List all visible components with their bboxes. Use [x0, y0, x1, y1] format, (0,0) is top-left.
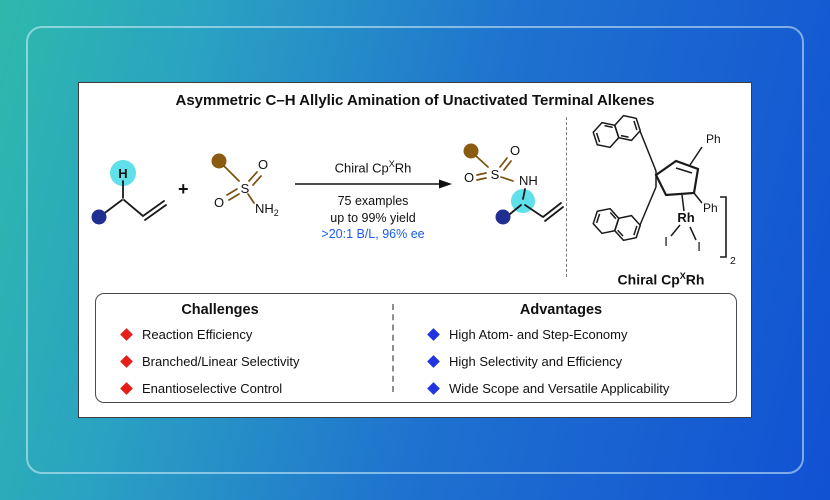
challenge-item: Branched/Linear Selectivity [120, 354, 300, 369]
challenge-item-label: Reaction Efficiency [142, 327, 253, 342]
dimer-subscript: 2 [730, 255, 736, 267]
catalyst-name-metal: Rh [394, 160, 412, 176]
blue-diamond-icon [427, 382, 440, 395]
plus-sign: + [178, 179, 189, 199]
scheme-dashed-divider [566, 117, 567, 277]
arrow-catalyst-label: Chiral CpXRh [291, 159, 455, 175]
metal-and-substituent-bonds [670, 146, 703, 241]
challenges-heading: Challenges [181, 302, 259, 318]
phenyl-top-label: Ph [706, 132, 721, 146]
allylic-ch-highlight [110, 160, 136, 186]
product-sulfonyl-ball-brown [463, 143, 479, 159]
amine-group: NH2 [255, 201, 279, 218]
decorative-frame [26, 26, 804, 474]
abstract-card: Asymmetric C–H Allylic Amination of Unac… [78, 82, 752, 418]
alkyl-ball-blue [91, 209, 107, 225]
product-sulfonyl-bonds [475, 155, 514, 182]
product-alkyl-ball-blue [495, 209, 511, 225]
red-diamond-icon [120, 355, 133, 368]
challenge-item-label: Enantioselective Control [142, 381, 283, 396]
reagent-bonds [223, 165, 262, 204]
blue-diamond-icon [427, 355, 440, 368]
substrate-structure: H [91, 160, 167, 225]
sulfur-atom: S [241, 181, 250, 196]
product-chain-bonds [509, 188, 564, 222]
product-structure: S O O NH [463, 143, 564, 225]
challenge-item: Enantioselective Control [120, 381, 283, 396]
arrow-head [439, 179, 452, 189]
red-diamond-icon [120, 328, 133, 341]
selectivity-note: >20:1 B/L, 96% ee [321, 227, 425, 242]
catalyst-label-sup: X [679, 271, 686, 281]
substrate-bonds [101, 180, 167, 221]
spiro-linkage-bonds [639, 130, 657, 226]
summary-panel: Challenges Advantages Reaction Efficienc… [95, 293, 737, 403]
amine-sub2: 2 [274, 208, 279, 218]
product-sulfur-atom: S [491, 167, 500, 182]
oxygen-top-atom: O [258, 157, 268, 172]
challenge-item-label: Branched/Linear Selectivity [142, 354, 300, 369]
catalyst-structure: Ph Ph Rh I I 2 [592, 114, 736, 267]
reaction-conditions: Chiral CpXRh 75 examples up to 99% yield… [291, 159, 455, 243]
product-nh-group: NH [519, 173, 538, 188]
amine-nh: NH [255, 201, 274, 216]
catalyst-name-sup: X [388, 159, 395, 169]
sulfonyl-ball-brown [211, 153, 227, 169]
upper-naphthalene-ring [592, 114, 642, 149]
iodide-right-atom: I [697, 239, 701, 254]
oxygen-left-atom: O [214, 195, 224, 210]
examples-count: 75 examples [337, 194, 409, 209]
catalyst-name-base: Chiral Cp [334, 160, 389, 176]
yield-note: up to 99% yield [330, 210, 416, 225]
dimer-bracket [720, 196, 727, 258]
iodide-left-atom: I [664, 234, 668, 249]
rhodium-atom: Rh [677, 210, 694, 225]
advantage-item-label: Wide Scope and Versatile Applicability [449, 381, 670, 396]
reaction-arrow [295, 179, 452, 189]
advantage-item: High Atom- and Step-Economy [427, 327, 628, 342]
catalyst-label-metal: Rh [685, 271, 705, 288]
product-oxygen-top-atom: O [510, 143, 520, 158]
panel-dashed-divider [392, 304, 394, 392]
scheme-title: Asymmetric C–H Allylic Amination of Unac… [175, 92, 655, 109]
advantage-item-label: High Selectivity and Efficiency [449, 354, 623, 369]
lower-naphthalene-ring [592, 207, 642, 242]
advantages-heading: Advantages [519, 302, 603, 318]
advantage-item: Wide Scope and Versatile Applicability [427, 381, 670, 396]
challenge-item: Reaction Efficiency [120, 327, 253, 342]
red-diamond-icon [120, 382, 133, 395]
catalyst-label: Chiral CpXRh [576, 271, 746, 288]
blue-diamond-icon [427, 328, 440, 341]
phenyl-bottom-label: Ph [703, 201, 718, 215]
advantage-item: High Selectivity and Efficiency [427, 354, 623, 369]
sulfonamide-reagent-structure: S O O NH2 [211, 153, 279, 218]
advantage-item-label: High Atom- and Step-Economy [449, 327, 628, 342]
cyclopentadienyl-ring [654, 159, 700, 197]
catalyst-label-base: Chiral Cp [617, 271, 680, 288]
allylic-h-atom: H [118, 166, 127, 181]
product-oxygen-left-atom: O [464, 170, 474, 185]
